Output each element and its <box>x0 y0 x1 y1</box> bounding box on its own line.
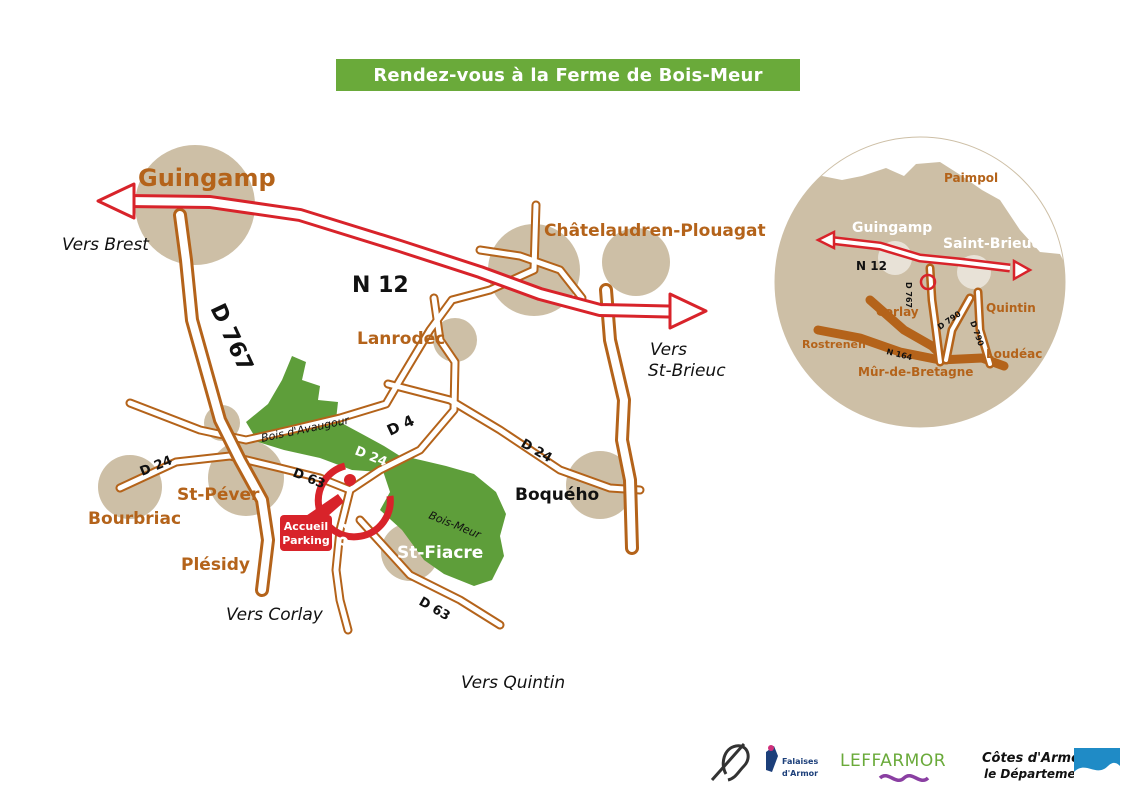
location-ring-icon <box>314 462 394 541</box>
secondary-roads <box>115 200 645 635</box>
chatelaudren-circle-2 <box>602 228 670 296</box>
inset-d767-label: D 767 <box>904 282 913 308</box>
cotes-text-2: le Département <box>984 767 1091 781</box>
arrow-east-icon <box>668 292 708 330</box>
d63-west-label: D 63 <box>291 466 328 492</box>
ear-icon <box>721 744 750 782</box>
accessibility-logo <box>710 743 750 782</box>
arrow-west-icon <box>96 182 136 220</box>
inset-map: Paimpol Guingamp Saint-Brieuc Quintin Co… <box>774 136 1066 428</box>
inset-rostrenen-label: Rostrenen <box>802 338 866 351</box>
leffarmor-text: LEFFARMOR <box>840 751 946 771</box>
forest-areas <box>246 356 506 586</box>
d767-road <box>173 208 275 597</box>
logos: Falaises d'Armor LEFFARMOR Côtes d'Armor… <box>710 743 1120 782</box>
falaises-logo: Falaises d'Armor <box>766 745 818 778</box>
d63-south-label: D 63 <box>416 594 452 624</box>
d4-south-label: D 4 <box>336 521 358 549</box>
main-roads <box>173 208 639 597</box>
chatelaudren-label: Châtelaudren-Plouagat <box>544 221 766 241</box>
inset-loudeac-label: Loudéac <box>986 347 1042 361</box>
location-dot-icon <box>344 474 356 486</box>
st-pever-label: St-Péver <box>177 485 260 505</box>
inset-n12-label: N 12 <box>856 259 887 273</box>
town-labels: Guingamp Châtelaudren-Plouagat Lanrodec … <box>88 164 766 575</box>
vers-corlay-label: Vers Corlay <box>226 605 324 625</box>
direction-labels: Vers Brest Vers St-Brieuc Vers Corlay Ve… <box>62 235 726 693</box>
title-banner: Rendez-vous à la Ferme de Bois-Meur <box>336 59 800 91</box>
falaises-text-1: Falaises <box>782 757 818 766</box>
boqueho-label: Boquého <box>515 485 599 505</box>
vers-label: Vers <box>650 340 687 360</box>
inset-quintin-label: Quintin <box>986 301 1036 315</box>
cotes-text-1: Côtes d'Armor <box>982 751 1088 766</box>
page-title: Rendez-vous à la Ferme de Bois-Meur <box>373 64 763 86</box>
accueil-parking-badge <box>280 515 332 551</box>
inset-saint-brieuc-label: Saint-Brieuc <box>943 236 1040 252</box>
vers-brest-label: Vers Brest <box>62 235 150 255</box>
n12-highway <box>96 182 708 330</box>
leffarmor-logo: LEFFARMOR <box>840 751 946 782</box>
vers-quintin-label: Vers Quintin <box>461 673 565 693</box>
inset-location-icon <box>919 273 937 291</box>
inset-guingamp-label: Guingamp <box>852 220 932 236</box>
inset-arrow-west-icon <box>815 229 836 251</box>
d24-east-label: D 24 <box>518 436 554 466</box>
d4-north-label: D 4 <box>384 411 417 439</box>
st-brieuc-label: St-Brieuc <box>648 361 726 381</box>
cotes-armor-logo: Côtes d'Armor le Département <box>982 748 1120 782</box>
bourbriac-label: Bourbriac <box>88 509 181 529</box>
parking-label: Parking <box>282 534 329 547</box>
bois-avaugour-forest <box>246 356 400 472</box>
st-fiacre-label: St-Fiacre <box>397 543 483 563</box>
plesidy-label: Plésidy <box>181 555 250 575</box>
inset-paimpol-label: Paimpol <box>944 171 998 185</box>
farm-location: Accueil Parking <box>280 462 394 551</box>
wave-icon <box>1074 762 1120 782</box>
bois-meur-forest <box>380 458 506 586</box>
inset-arrow-east-icon <box>1012 258 1033 282</box>
falaises-text-2: d'Armor <box>782 769 818 778</box>
d767-label: D 767 <box>205 300 258 376</box>
inset-corlay-label: Corlay <box>876 305 919 319</box>
n12-label: N 12 <box>352 273 409 298</box>
inset-mur-label: Mûr-de-Bretagne <box>858 365 973 379</box>
guingamp-label: Guingamp <box>138 164 276 192</box>
lanrodec-label: Lanrodec <box>357 329 445 349</box>
accueil-label: Accueil <box>284 520 328 533</box>
